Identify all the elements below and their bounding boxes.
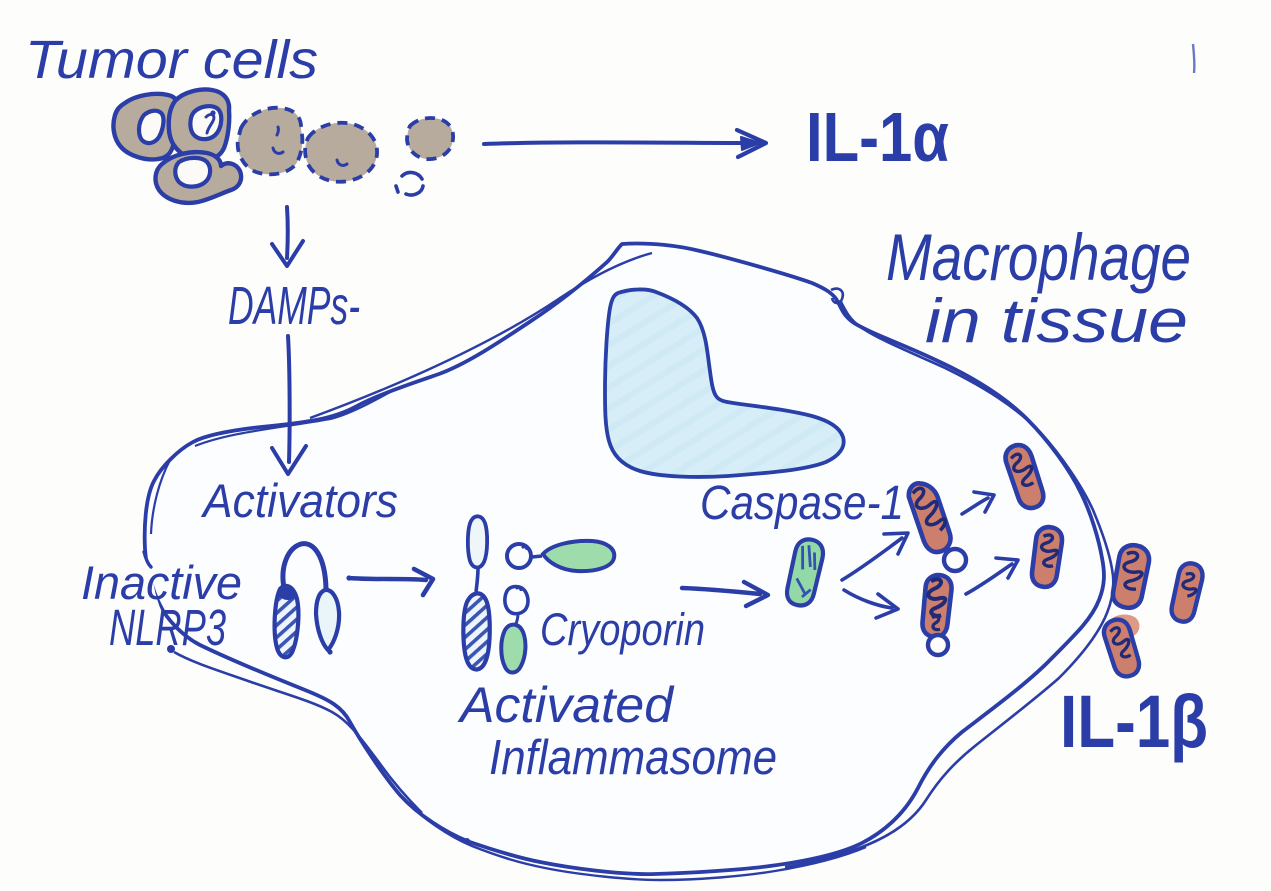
svg-text:Activators: Activators [200, 474, 398, 527]
svg-text:NLRP3: NLRP3 [109, 599, 226, 656]
svg-text:Cryoporin: Cryoporin [540, 604, 705, 655]
svg-text:IL-1α: IL-1α [806, 98, 949, 176]
svg-text:Tumor cells: Tumor cells [25, 30, 318, 90]
svg-text:Activated: Activated [457, 677, 675, 733]
svg-text:Inactive: Inactive [81, 556, 242, 609]
svg-text:in tissue: in tissue [925, 287, 1188, 356]
svg-text:Inflammasome: Inflammasome [489, 731, 777, 785]
svg-text:IL-1β: IL-1β [1060, 680, 1208, 763]
svg-text:Macrophage: Macrophage [886, 220, 1191, 294]
svg-text:DAMPs-: DAMPs- [228, 276, 360, 336]
svg-text:Caspase-1: Caspase-1 [700, 477, 904, 530]
